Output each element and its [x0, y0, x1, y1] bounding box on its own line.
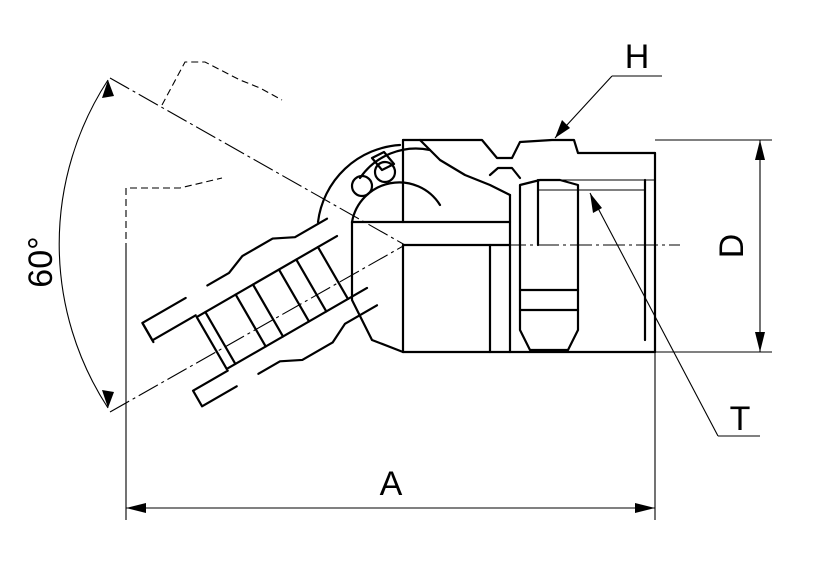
- leader-h: H: [554, 38, 662, 139]
- angle-label: 60°: [22, 236, 60, 287]
- angle-dimension: 60°: [22, 79, 114, 409]
- swivel-ball: [316, 143, 442, 354]
- leader-t-label: T: [730, 400, 751, 438]
- center-lines: [109, 77, 680, 413]
- dimension-d: D: [655, 139, 772, 353]
- dimension-d-label: D: [713, 234, 751, 259]
- socket-body: [350, 138, 657, 354]
- plug-body: [141, 217, 379, 408]
- leader-h-label: H: [625, 38, 650, 76]
- dimension-a-label: A: [380, 465, 403, 503]
- leader-t: T: [589, 192, 760, 438]
- ghost-outline: [125, 61, 283, 250]
- dimension-a: A: [125, 250, 656, 520]
